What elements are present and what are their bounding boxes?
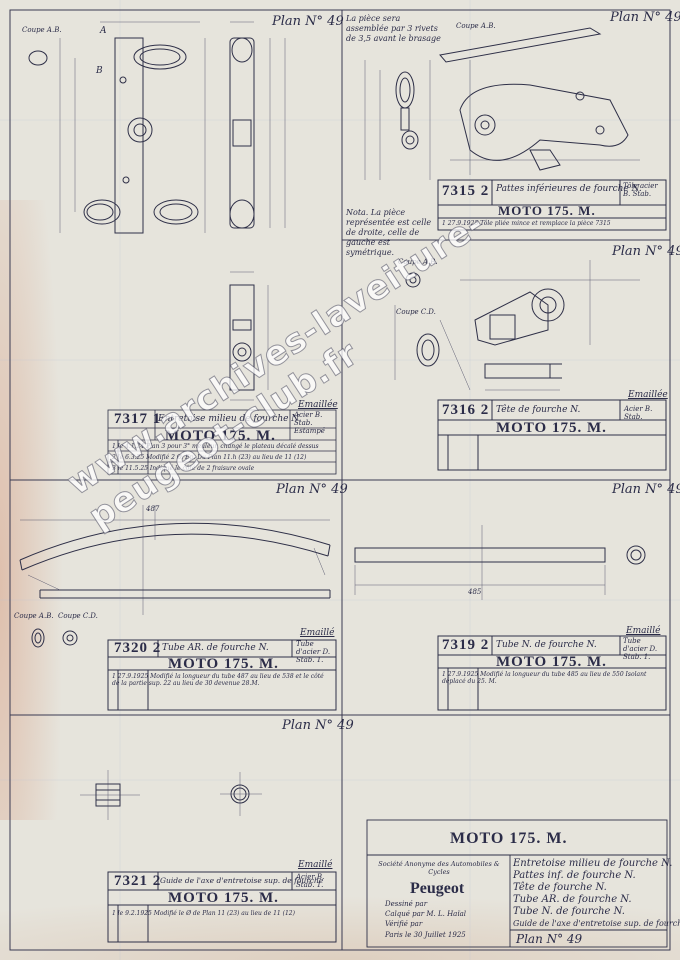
material-label: Tôle acier B. Stab. — [623, 182, 658, 198]
plan-label-7320: Plan N° 49 — [276, 482, 348, 497]
legend-item: Tube AR. de fourche N. — [513, 894, 632, 905]
finish-label: Emaillé — [298, 860, 333, 870]
dimension-487: 487 — [146, 505, 160, 513]
part-number: 7316 2 — [442, 402, 490, 418]
modification-row: 3 le 11.5.25 Indiqué le côté de 2 fraisu… — [112, 465, 255, 472]
part-number: 7317 1 — [114, 411, 162, 427]
modification-row: 1 le 4.1.24 Plan 3 pour 3° meuleur, chan… — [112, 443, 319, 450]
dimension-485: 485 — [468, 588, 482, 596]
legend-item: Tube N. de fourche N. — [513, 906, 625, 917]
part-number: 7319 2 — [442, 637, 490, 653]
entretoise-drawing — [28, 37, 255, 391]
section-label: Coupe A.B. — [22, 26, 62, 34]
section-letter-b: B — [96, 66, 103, 76]
finish-label: Emaillé — [626, 626, 661, 636]
section-label: Coupe A.B. — [14, 612, 54, 620]
part-desc: Pattes inférieures de fourche N. — [496, 184, 642, 194]
tube-ar-drawing — [19, 522, 337, 711]
legend-item: Tête de fourche N. — [513, 882, 607, 893]
plan-label-7317: Plan N° 49 — [272, 14, 344, 29]
modification-row: 2 le 6.3.25 Modifié 2 Ø. Ep. Du Plan 11.… — [112, 454, 307, 461]
cartouche-frame — [366, 819, 668, 948]
finish-label: Emaillée — [628, 390, 668, 400]
drawing-date: Paris le 30 Juillet 1925 — [385, 931, 466, 939]
material-label: Tube d'acier D. Stab. 1. — [623, 637, 658, 661]
paper-stain — [0, 200, 70, 820]
model-title: MOTO 175. M. — [496, 654, 607, 670]
part-number: 7321 2 — [114, 873, 162, 889]
section-label: Coupe C.D. — [396, 308, 436, 316]
section-letter-a: A — [100, 26, 107, 36]
modification-row: 1 le 9.2.1925 Modifié le Ø de Plan 11 (2… — [112, 910, 295, 917]
tete-drawing — [405, 272, 667, 471]
legend-item: Pattes inf. de fourche N. — [513, 870, 636, 881]
part-desc: Tube AR. de fourche N. — [162, 643, 269, 653]
part-number: 7320 2 — [114, 640, 162, 656]
part-desc: Tube N. de fourche N. — [496, 640, 597, 650]
symmetry-note: Nota. La pièce représentée est celle de … — [346, 208, 432, 257]
material-label: Acier B. Stab. Estampé — [294, 411, 325, 435]
modification-row: 1 27.9.1925 Tôle pliée mince et remplace… — [442, 220, 611, 227]
company-name: Société Anonyme des Automobiles & Cycles — [378, 860, 500, 876]
legend-item: Entretoise milieu de fourche N. — [513, 858, 673, 869]
material-label: Acier B. Stab. — [624, 405, 653, 421]
cartouche-plan-number: Plan N° 49 — [516, 932, 583, 946]
plan-label-7316: Plan N° 49 — [612, 244, 680, 259]
plan-label-7321: Plan N° 49 — [282, 718, 354, 733]
model-title: MOTO 175. M. — [498, 203, 596, 218]
modification-row: 1 27.9.1925 Modifié la longueur du tube … — [112, 673, 324, 687]
part-desc: Tête de fourche N. — [496, 405, 581, 415]
brand-logo: Peugeot — [410, 880, 465, 897]
model-title: MOTO 175. M. — [168, 890, 279, 906]
plan-label-7315: Plan N° 49 — [610, 10, 680, 25]
part-desc: Entretoise milieu de fourche N. — [158, 414, 302, 424]
modification-row: 1 27.9.1925 Modifié la longueur du tube … — [442, 671, 647, 685]
assembly-note: La pièce sera assemblée par 3 rivets de … — [346, 14, 441, 43]
finish-label: Emaillée — [298, 400, 338, 410]
part-desc: Guide de l'axe d'entretoise sup. de four… — [160, 876, 324, 885]
material-label: Tube d'acier D. Stab. 1. — [296, 640, 331, 664]
plan-label-7319: Plan N° 49 — [612, 482, 680, 497]
cartouche-title: MOTO 175. M. — [450, 830, 568, 847]
finish-label: Emaillé — [300, 628, 335, 638]
traced-by: Calqué par M. L. Haïal — [385, 910, 466, 918]
drawn-by: Dessiné par — [385, 900, 428, 908]
section-label: Coupe A.B. — [456, 22, 496, 30]
material-label: Acier B. Stab. 1. — [296, 873, 325, 889]
section-label: Coupe C.D. — [58, 612, 98, 620]
tube-n-drawing — [354, 545, 667, 711]
checked-by: Vérifié par — [385, 920, 423, 928]
section-label: Coupe A.B. — [398, 258, 438, 266]
legend-item: Guide de l'axe d'entretoise sup. de four… — [513, 919, 680, 928]
model-title: MOTO 175. M. — [168, 656, 279, 672]
model-title: MOTO 175. M. — [496, 420, 607, 436]
pattes-drawing — [395, 27, 667, 231]
part-number: 7315 2 — [442, 183, 490, 199]
model-title: MOTO 175. M. — [165, 428, 276, 444]
